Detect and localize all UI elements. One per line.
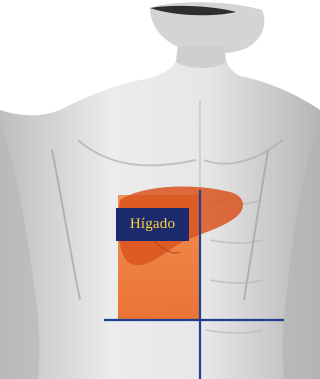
liver-label-text: Hígado <box>130 216 175 233</box>
head <box>150 2 264 68</box>
liver-label: Hígado <box>116 208 189 241</box>
